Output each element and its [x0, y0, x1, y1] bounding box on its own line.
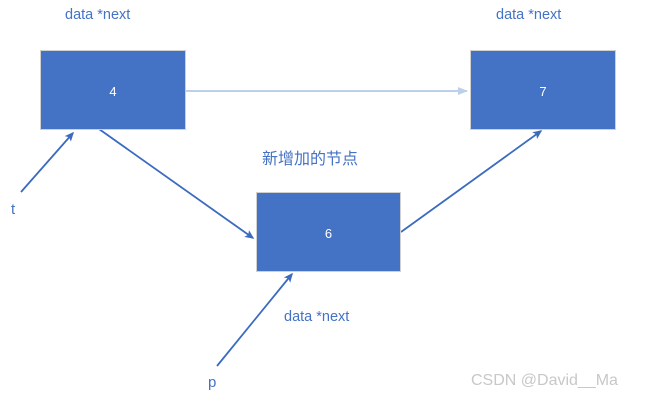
- node-box-6[interactable]: 6: [256, 192, 401, 272]
- node-value-4: 4: [109, 83, 117, 99]
- node-box-4[interactable]: 4: [40, 50, 186, 130]
- node-box-7[interactable]: 7: [470, 50, 616, 130]
- edge-pointer-p-to-node6: [216, 272, 293, 367]
- label-data-next-bottom: data *next: [284, 309, 350, 325]
- watermark-text: CSDN @David__Ma: [471, 372, 618, 389]
- edge-node4-to-node6: [98, 128, 255, 239]
- label-pointer-p: p: [208, 374, 217, 391]
- label-data-next-left: data *next: [65, 7, 131, 23]
- node-value-7: 7: [539, 83, 547, 99]
- edge-node6-to-node7: [400, 130, 543, 233]
- label-new-node-caption: 新增加的节点: [262, 151, 359, 168]
- node-value-6: 6: [324, 225, 333, 241]
- edge-pointer-t-to-node4: [20, 131, 74, 193]
- label-pointer-t: t: [11, 201, 16, 218]
- label-data-next-right: data *next: [496, 7, 562, 23]
